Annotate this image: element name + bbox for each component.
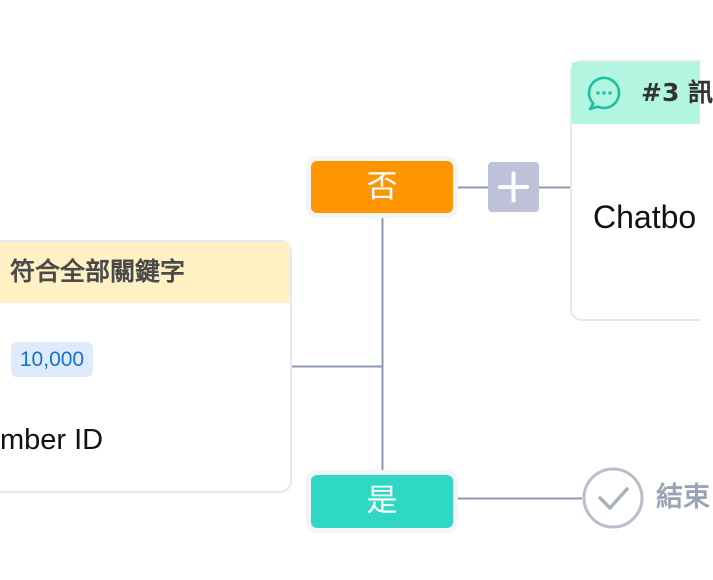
plus-icon <box>498 171 529 203</box>
message-header: #3 訊 <box>572 62 713 124</box>
keyword-field-label: mber ID <box>0 424 104 456</box>
check-circle-icon[interactable] <box>582 467 644 529</box>
message-body-text: Chatbo <box>593 199 697 235</box>
end-label: 結束 <box>656 482 710 513</box>
keyword-condition-header: 符合全部關鍵字 <box>0 242 290 303</box>
chat-dot <box>596 91 600 95</box>
check-mark <box>598 487 629 510</box>
chat-bubble-icon <box>587 76 621 111</box>
end-circle <box>582 467 644 529</box>
message-title: #3 訊 <box>641 78 713 107</box>
message-card[interactable]: #3 訊 Chatbo <box>570 60 713 321</box>
add-step-button[interactable] <box>488 162 539 212</box>
keyword-condition-title: 符合全部關鍵字 <box>10 257 186 286</box>
keyword-count-badge: 10,000 <box>11 342 93 377</box>
chat-dot <box>608 91 612 95</box>
chat-dot <box>602 91 606 95</box>
branch-no-button[interactable]: 否 <box>311 161 453 213</box>
keyword-condition-card[interactable]: 符合全部關鍵字 10,000 mber ID <box>0 240 292 493</box>
branch-yes-button[interactable]: 是 <box>311 475 453 528</box>
chat-bubble-outline <box>587 76 621 111</box>
